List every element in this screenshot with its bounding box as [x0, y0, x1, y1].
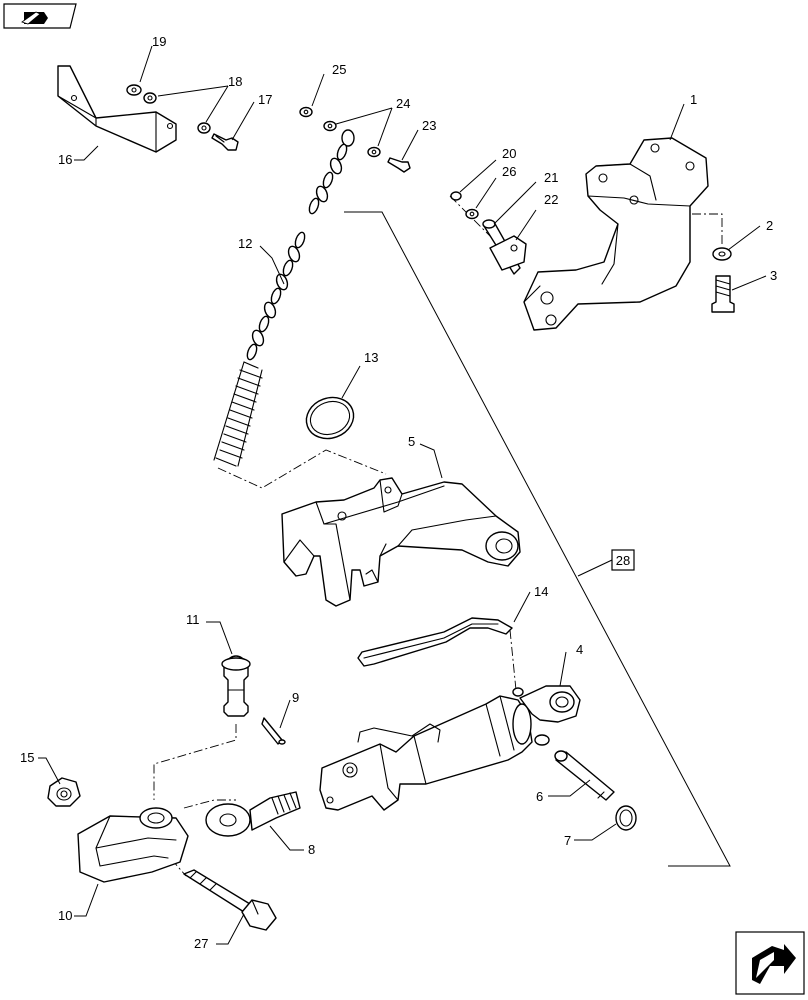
- part-6-pin: [554, 750, 615, 801]
- part-7-circlip: [615, 805, 637, 831]
- callout-18[interactable]: 18: [228, 74, 242, 89]
- part-2-washer: [712, 247, 732, 261]
- callout-8[interactable]: 8: [308, 842, 315, 857]
- callout-10[interactable]: 10: [58, 908, 72, 923]
- part-11-pin: [221, 655, 251, 717]
- part-13-ring: [305, 396, 355, 440]
- callout-21[interactable]: 21: [544, 170, 558, 185]
- part-17-bolt: [211, 133, 239, 151]
- part-4-cylinder: [319, 685, 581, 811]
- part-1-bracket: [523, 137, 709, 331]
- callout-14[interactable]: 14: [534, 584, 548, 599]
- next-page-arrow-icon[interactable]: [735, 931, 805, 995]
- callout-6[interactable]: 6: [536, 789, 543, 804]
- svg-text:28: 28: [616, 553, 630, 568]
- callout-leaders: [38, 45, 767, 945]
- callout-27[interactable]: 27: [194, 936, 208, 951]
- callout-15[interactable]: 15: [20, 750, 34, 765]
- callout-11[interactable]: 11: [186, 612, 200, 627]
- callout-3[interactable]: 3: [770, 268, 777, 283]
- callout-17[interactable]: 17: [258, 92, 272, 107]
- part-5-housing: [281, 477, 521, 607]
- part-27-bolt: [183, 869, 277, 931]
- part-12-chain: [246, 129, 355, 361]
- part-24-washers: [323, 120, 381, 158]
- callout-24[interactable]: 24: [396, 96, 410, 111]
- part-25-nut: [299, 106, 313, 118]
- callout-26[interactable]: 26: [502, 164, 516, 179]
- book-arrow-icon[interactable]: [3, 3, 77, 29]
- part-12-spring: [213, 361, 263, 467]
- part-18-washers: [143, 92, 211, 134]
- part-14-handle: [357, 617, 513, 667]
- callout-5[interactable]: 5: [408, 434, 415, 449]
- part-9-lynch-pin: [261, 717, 286, 745]
- part-8-eye-bolt: [205, 791, 301, 837]
- part-23-bolt: [387, 157, 411, 173]
- part-15-nut: [47, 777, 81, 807]
- part-26-washer: [465, 208, 479, 220]
- callout-4[interactable]: 4: [576, 642, 583, 657]
- callout-23[interactable]: 23: [422, 118, 436, 133]
- callout-20[interactable]: 20: [502, 146, 516, 161]
- part-19-nut: [126, 84, 142, 96]
- callout-2[interactable]: 2: [766, 218, 773, 233]
- reference-box-28[interactable]: 28: [611, 549, 635, 571]
- part-20-nut: [450, 191, 462, 201]
- callout-25[interactable]: 25: [332, 62, 346, 77]
- part-10-clevis: [77, 807, 189, 883]
- part-3-bolt: [711, 275, 735, 313]
- part-16-bracket: [57, 65, 177, 153]
- callout-1[interactable]: 1: [690, 92, 697, 107]
- part-22-plate: [489, 235, 527, 271]
- callout-22[interactable]: 22: [544, 192, 558, 207]
- callout-9[interactable]: 9: [292, 690, 299, 705]
- callout-7[interactable]: 7: [564, 833, 571, 848]
- reference-lines: [344, 211, 731, 867]
- callout-12[interactable]: 12: [238, 236, 252, 251]
- callout-13[interactable]: 13: [364, 350, 378, 365]
- callout-16[interactable]: 16: [58, 152, 72, 167]
- callout-19[interactable]: 19: [152, 34, 166, 49]
- callout-labels: 19 18 17 16 25 24 23 12 13 1 2 3 20 26 2…: [20, 34, 777, 951]
